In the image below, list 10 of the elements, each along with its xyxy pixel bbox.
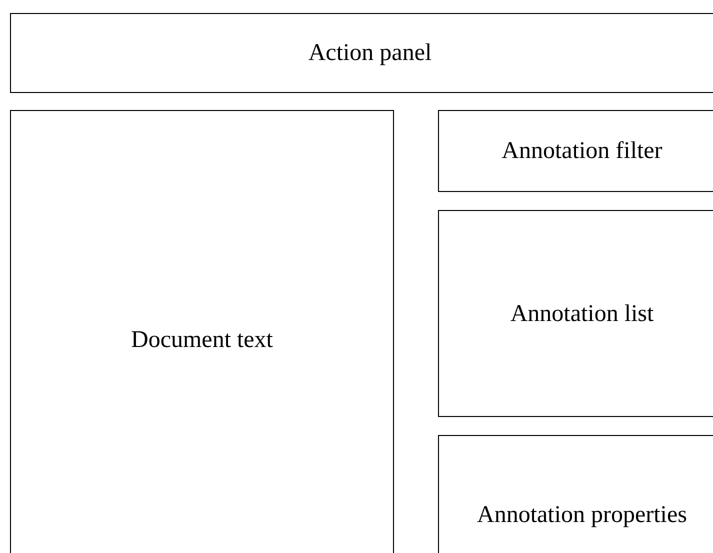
- panel-label: Document text: [130, 326, 274, 355]
- panel-label: Annotation list: [509, 300, 655, 328]
- panel-box: [438, 210, 713, 417]
- panel-label: Annotation properties: [476, 501, 688, 530]
- panel-box: [10, 13, 713, 93]
- panel-label: Annotation filter: [500, 137, 664, 166]
- panel-label: Action panel: [307, 39, 433, 68]
- panel-box: [10, 110, 394, 553]
- panel-box: [438, 435, 713, 553]
- panel-box: [438, 110, 713, 192]
